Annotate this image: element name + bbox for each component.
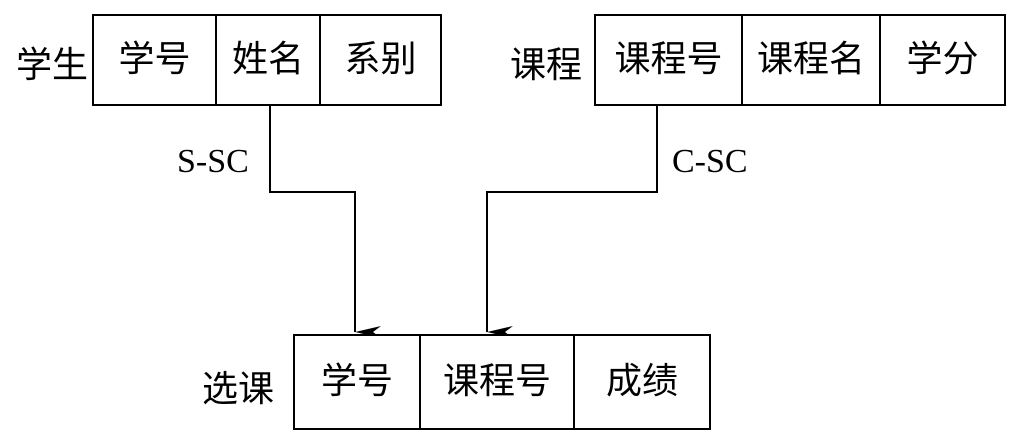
enrollment-table-name: 选课 <box>202 369 275 410</box>
s-sc-label: S-SC <box>177 143 249 180</box>
course-col-id: 课程号 <box>614 39 723 80</box>
course-table-name: 课程 <box>510 45 583 86</box>
course-col-name: 课程名 <box>741 16 879 104</box>
c-sc-connector <box>486 104 658 338</box>
enrollment-col-student-id: 学号 <box>320 361 393 402</box>
student-col-name: 姓名 <box>215 16 319 104</box>
course-table: 课程号 课程名 学分 <box>594 14 1006 106</box>
c-sc-label: C-SC <box>672 143 748 180</box>
student-table: 学号 姓名 系别 <box>92 14 442 106</box>
enrollment-table: 学号 课程号 成绩 <box>293 334 711 430</box>
student-col-department: 系别 <box>319 16 440 104</box>
enrollment-col-grade: 成绩 <box>573 336 709 428</box>
course-col-credits: 学分 <box>879 16 1004 104</box>
student-col-id: 学号 <box>118 39 191 80</box>
student-table-name: 学生 <box>16 45 89 86</box>
s-sc-connector <box>269 104 381 338</box>
enrollment-col-course-id: 课程号 <box>419 336 573 428</box>
